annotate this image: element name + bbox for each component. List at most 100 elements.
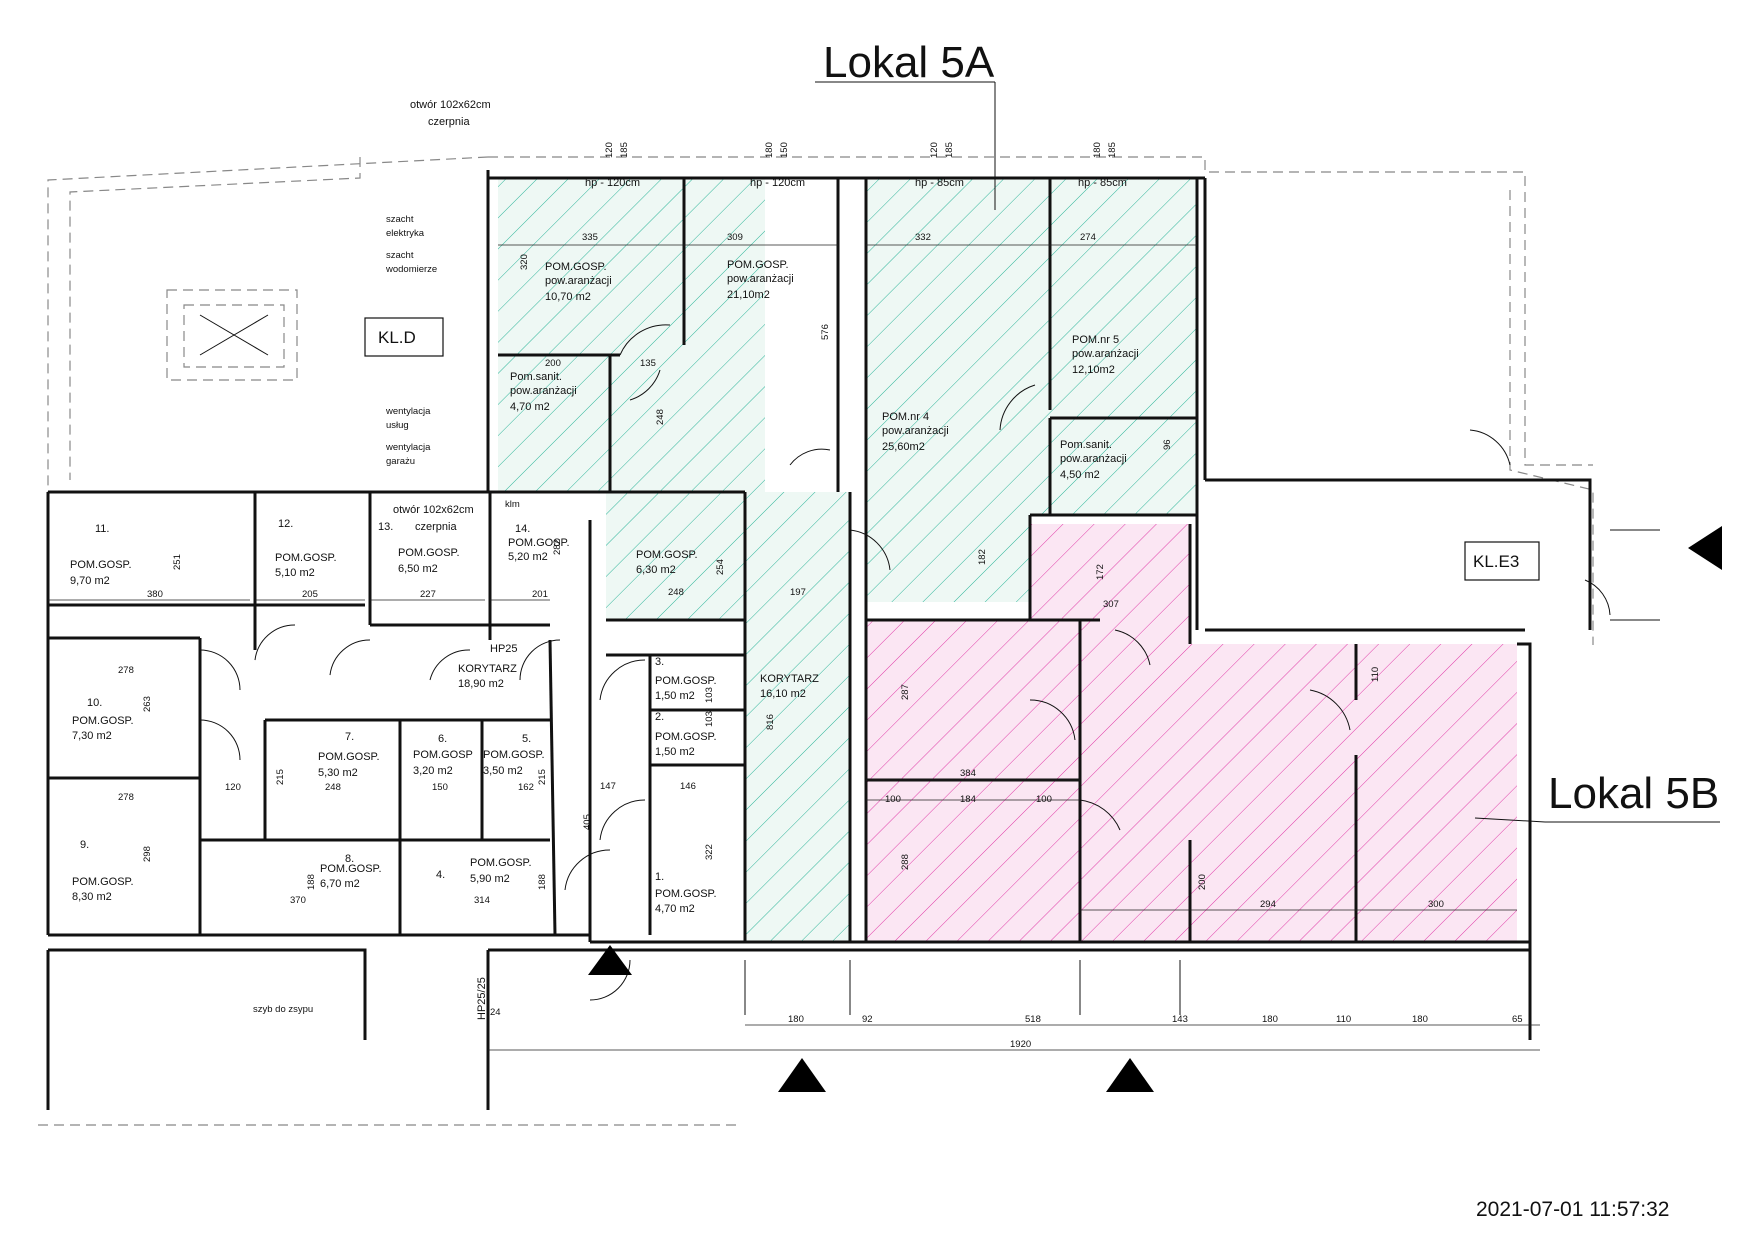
bottom-dim-110: 110 [1336, 1014, 1351, 1025]
room-6-l2: POM.GOSP [413, 749, 473, 761]
dim-251: 251 [172, 554, 183, 570]
lokal-5a-area [498, 178, 1197, 942]
dim-182: 182 [977, 549, 988, 565]
room-a1-l2: pow.aranżacji [545, 275, 612, 287]
corridor-l1: KORYTARZ [458, 663, 517, 675]
dim-100-b: 100 [1036, 794, 1052, 805]
klm-label: klm [505, 499, 520, 510]
window-dim-5: 120 [929, 142, 940, 158]
bottom-dim-518: 518 [1025, 1014, 1041, 1025]
dim-332: 332 [915, 232, 931, 243]
window-dim-6: 185 [944, 142, 955, 158]
window-dim-1: 120 [604, 142, 615, 158]
room-a8-l2: 16,10 m2 [760, 688, 806, 700]
dim-96: 96 [1162, 439, 1173, 450]
corridor-l2: 18,90 m2 [458, 678, 504, 690]
dim-309: 309 [727, 232, 743, 243]
room-14-num: 14. [515, 523, 530, 535]
room-a3-l3: 4,70 m2 [510, 401, 550, 413]
shaft-water-2: wodomierze [385, 264, 437, 275]
dim-294: 294 [1260, 899, 1276, 910]
dim-307: 307 [1103, 599, 1119, 610]
room-12-l3: 5,10 m2 [275, 567, 315, 579]
room-a1-l3: 10,70 m2 [545, 291, 591, 303]
title-leaders [815, 81, 1720, 823]
window-height-2: hp - 120cm [750, 177, 805, 189]
dim-188-a: 188 [306, 874, 317, 890]
dim-282: 282 [552, 539, 563, 555]
room-a7-l1: POM.GOSP. [636, 549, 698, 561]
dim-248-a: 248 [655, 409, 666, 425]
kl-d-box [364, 317, 444, 357]
bottom-dim-143: 143 [1172, 1014, 1188, 1025]
dim-248-b: 248 [668, 587, 684, 598]
kl-e3-box [1464, 541, 1540, 581]
room-a6-l3: 4,50 m2 [1060, 469, 1100, 481]
dim-227: 227 [420, 589, 436, 600]
entrance-markers [588, 526, 1722, 1092]
room-10-l3: 7,30 m2 [72, 730, 112, 742]
room-11-num: 11. [95, 523, 109, 535]
room-a6-l2: pow.aranżacji [1060, 453, 1127, 465]
entrance-arrow-1 [588, 945, 632, 975]
entrance-arrow-2 [778, 1058, 826, 1092]
kl-d-label: KL.D [378, 328, 416, 347]
dim-335: 335 [582, 232, 598, 243]
room-9-num: 9. [80, 839, 89, 851]
dimension-lines [48, 244, 1540, 1051]
hp25-label: HP25 [490, 643, 518, 655]
room-6-l3: 3,20 m2 [413, 765, 453, 777]
bottom-dim-180-b: 180 [1262, 1014, 1278, 1025]
dim-135: 135 [640, 358, 656, 369]
room-5-l3: 3,50 m2 [483, 765, 523, 777]
dim-274: 274 [1080, 232, 1096, 243]
intake-mid-label: czerpnia [415, 521, 457, 533]
room-13-l3: 6,50 m2 [398, 563, 438, 575]
timestamp: 2021-07-01 11:57:32 [1476, 1198, 1670, 1221]
dim-370: 370 [290, 895, 306, 906]
dim-288: 288 [900, 854, 911, 870]
shaft-water-1: szacht [386, 250, 414, 261]
entrance-arrow-3 [1106, 1058, 1154, 1092]
dim-150: 150 [432, 782, 448, 793]
room-14-l3: 5,20 m2 [508, 551, 548, 563]
room-7-l3: 5,30 m2 [318, 767, 358, 779]
walls [46, 170, 1592, 1110]
room-1-num: 1. [655, 871, 664, 883]
room-11-l3: 9,70 m2 [70, 575, 110, 587]
room-a5-l1: POM.nr 5 [1072, 334, 1119, 346]
vent-services-1: wentylacja [385, 406, 431, 417]
bottom-dim-92: 92 [862, 1014, 873, 1025]
room-a3-l1: Pom.sanit. [510, 371, 562, 383]
entrance-arrow-4 [1688, 526, 1722, 570]
room-12-num: 12. [278, 518, 293, 530]
room-6-num: 6. [438, 733, 447, 745]
room-a4-l2: pow.aranżacji [882, 425, 949, 437]
room-a3-l2: pow.aranżacji [510, 385, 577, 397]
dim-215-b: 215 [537, 769, 548, 785]
vent-services-2: usług [386, 420, 409, 431]
room-9-l3: 8,30 m2 [72, 891, 112, 903]
room-a5-l2: pow.aranżacji [1072, 348, 1139, 360]
window-height-1: hp - 120cm [585, 177, 640, 189]
chute-label: szyb do zsypu [253, 1004, 313, 1015]
room-11-l2: POM.GOSP. [70, 559, 132, 571]
room-a2-l3: 21,10m2 [727, 289, 770, 301]
opening-top-label: otwór 102x62cm [410, 99, 491, 111]
dim-287: 287 [900, 684, 911, 700]
room-a6-l1: Pom.sanit. [1060, 439, 1112, 451]
room-a7-l2: 6,30 m2 [636, 564, 676, 576]
room-1-l3: 4,70 m2 [655, 903, 695, 915]
window-dim-7: 180 [1092, 142, 1103, 158]
bottom-dim-total: 1920 [1010, 1039, 1031, 1050]
room-8-num: 8. [345, 853, 354, 865]
room-3-l2: POM.GOSP. [655, 675, 717, 687]
dim-172: 172 [1095, 564, 1106, 580]
dim-263: 263 [142, 696, 153, 712]
room-a8-l1: KORYTARZ [760, 673, 819, 685]
room-10-l2: POM.GOSP. [72, 715, 134, 727]
dim-184: 184 [960, 794, 976, 805]
window-dim-3: 180 [764, 142, 775, 158]
dim-147: 147 [600, 781, 616, 792]
